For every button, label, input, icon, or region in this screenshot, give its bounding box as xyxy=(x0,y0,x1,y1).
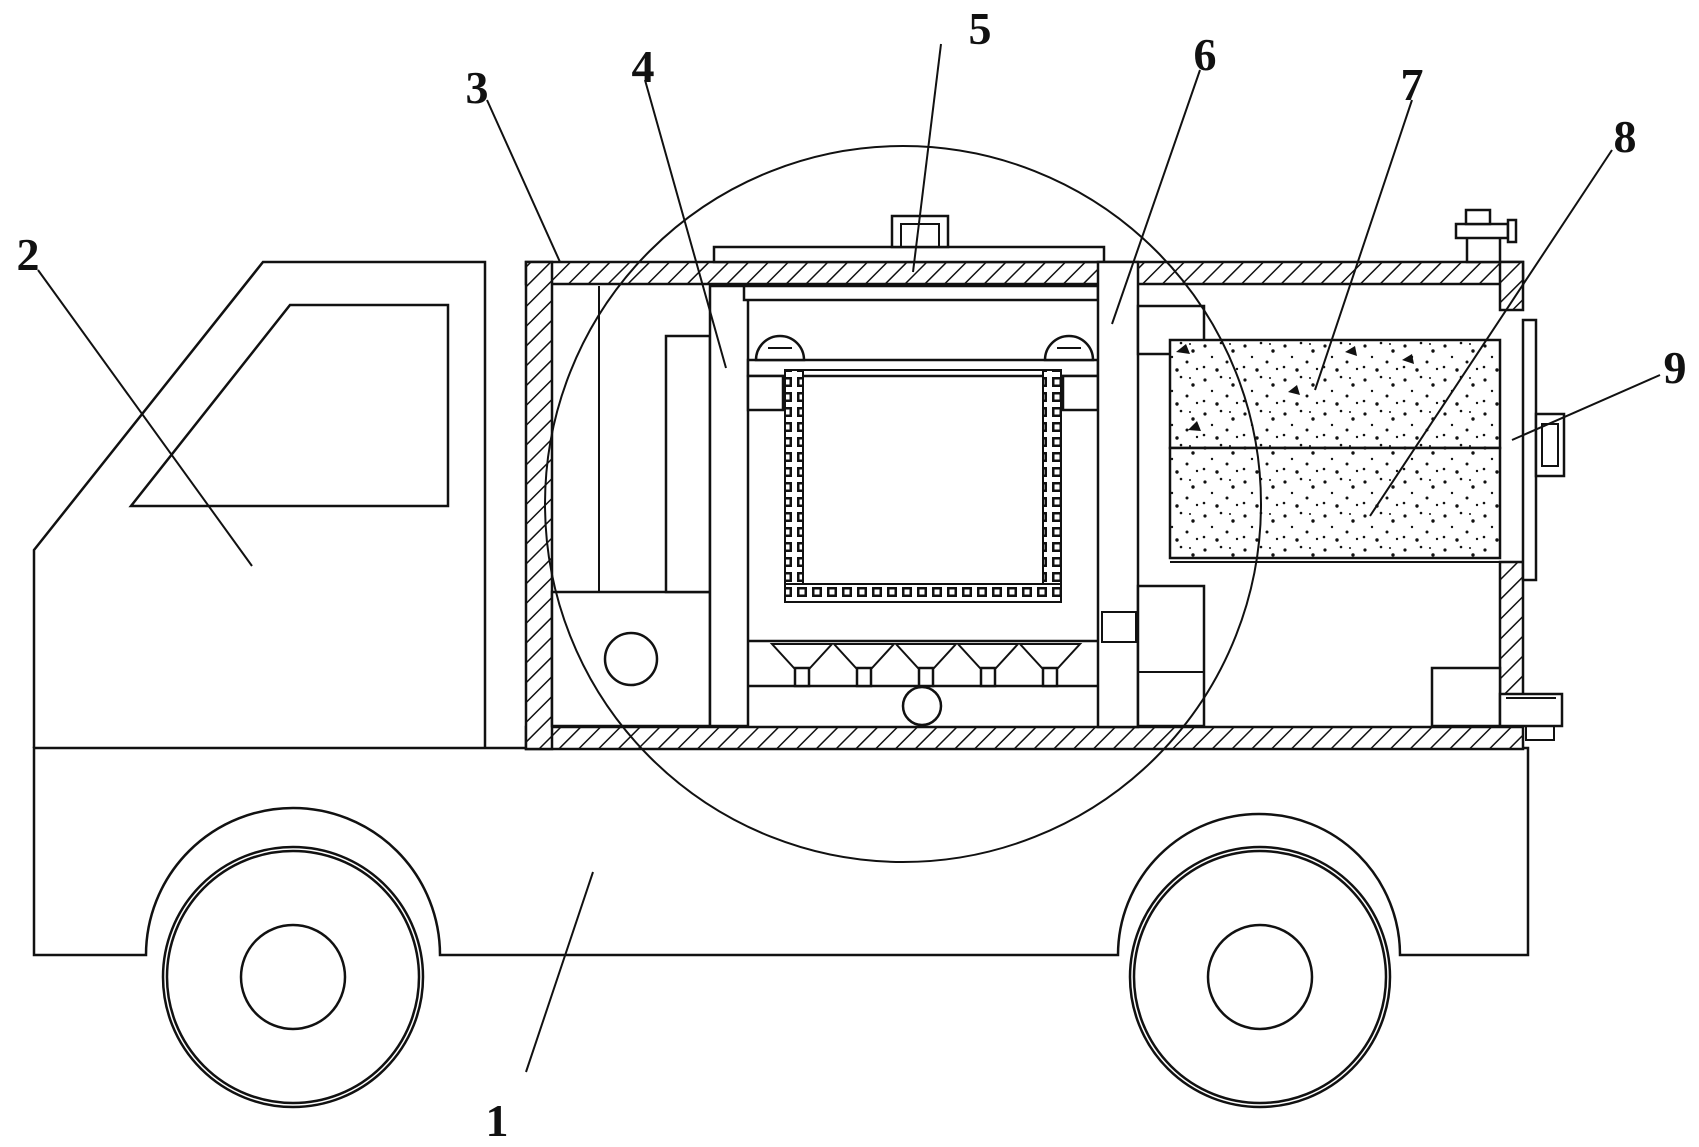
filter-layer-lower xyxy=(1168,446,1502,560)
left-compartment xyxy=(550,284,750,728)
label-7: 7 xyxy=(1401,59,1424,110)
label-6: 6 xyxy=(1194,29,1217,80)
pump-housing xyxy=(550,590,712,728)
outlet-valve xyxy=(1498,692,1564,728)
cab-window xyxy=(128,303,450,508)
pump-icon xyxy=(603,631,659,687)
label-3: 3 xyxy=(466,62,489,113)
spray-nozzles xyxy=(748,639,1098,727)
lid xyxy=(712,214,1106,302)
filter-basket xyxy=(746,334,1100,603)
left-column xyxy=(708,284,750,728)
filter-layers xyxy=(1168,338,1502,563)
top-vent xyxy=(1465,234,1502,264)
right-column xyxy=(1096,260,1206,729)
filter-layer-upper xyxy=(1168,338,1502,450)
front-wheel xyxy=(1128,845,1392,1109)
part-labels: 2 3 4 5 6 7 8 9 1 xyxy=(17,3,1687,1146)
container-housing xyxy=(524,260,1525,751)
label-9: 9 xyxy=(1664,342,1687,393)
label-5: 5 xyxy=(969,3,992,54)
label-8: 8 xyxy=(1614,111,1637,162)
side-fittings xyxy=(1430,208,1566,741)
drain-valve xyxy=(901,685,943,727)
leader-lines xyxy=(37,43,1661,1073)
rear-wheel xyxy=(161,845,425,1109)
label-4: 4 xyxy=(632,41,655,92)
label-1: 1 xyxy=(486,1095,509,1146)
detail-circle xyxy=(544,145,1262,863)
truck-chassis xyxy=(32,746,1530,957)
label-2: 2 xyxy=(17,229,40,280)
truck-cab xyxy=(32,260,487,748)
